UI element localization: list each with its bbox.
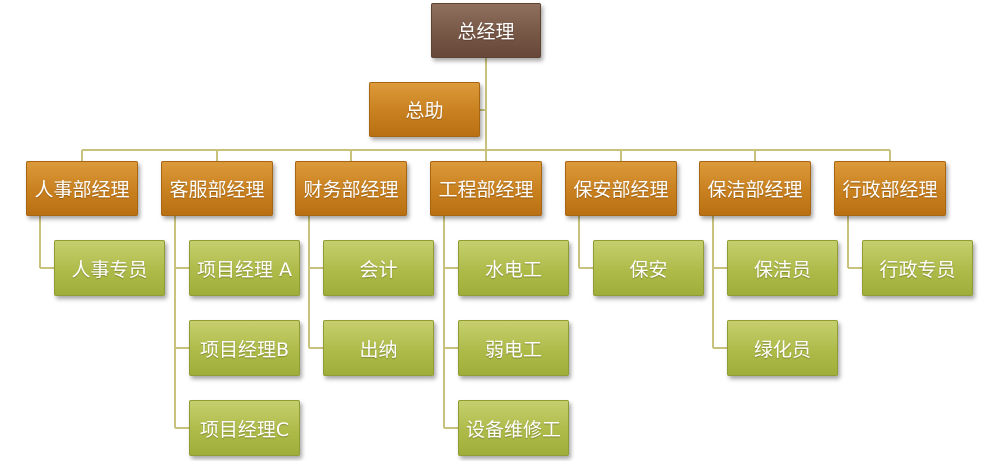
node-dept-security: 保安部经理 [565,161,677,216]
node-staff-project-manager-a: 项目经理 A [189,240,300,296]
node-staff-low-voltage-electrician: 弱电工 [458,320,569,376]
node-staff-accountant: 会计 [323,240,434,296]
node-staff-project-manager-c: 项目经理C [189,400,300,456]
node-dept-administration: 行政部经理 [834,161,946,216]
node-staff-gardener: 绿化员 [727,320,838,376]
node-staff-cashier: 出纳 [323,320,434,376]
node-dept-customer-service: 客服部经理 [161,161,273,216]
node-staff-plumber-electrician: 水电工 [458,240,569,296]
node-dept-finance: 财务部经理 [295,161,407,216]
node-staff-cleaner: 保洁员 [727,240,838,296]
node-general-manager: 总经理 [431,3,541,58]
node-dept-engineering: 工程部经理 [430,161,542,216]
node-dept-hr: 人事部经理 [26,161,138,216]
node-staff-maintenance-worker: 设备维修工 [458,400,569,456]
node-staff-hr-specialist: 人事专员 [54,240,165,296]
node-staff-security-guard: 保安 [593,240,704,296]
node-staff-project-manager-b: 项目经理B [189,320,300,376]
node-dept-cleaning: 保洁部经理 [699,161,811,216]
node-general-assistant: 总助 [369,82,480,137]
node-staff-admin-specialist: 行政专员 [862,240,973,296]
